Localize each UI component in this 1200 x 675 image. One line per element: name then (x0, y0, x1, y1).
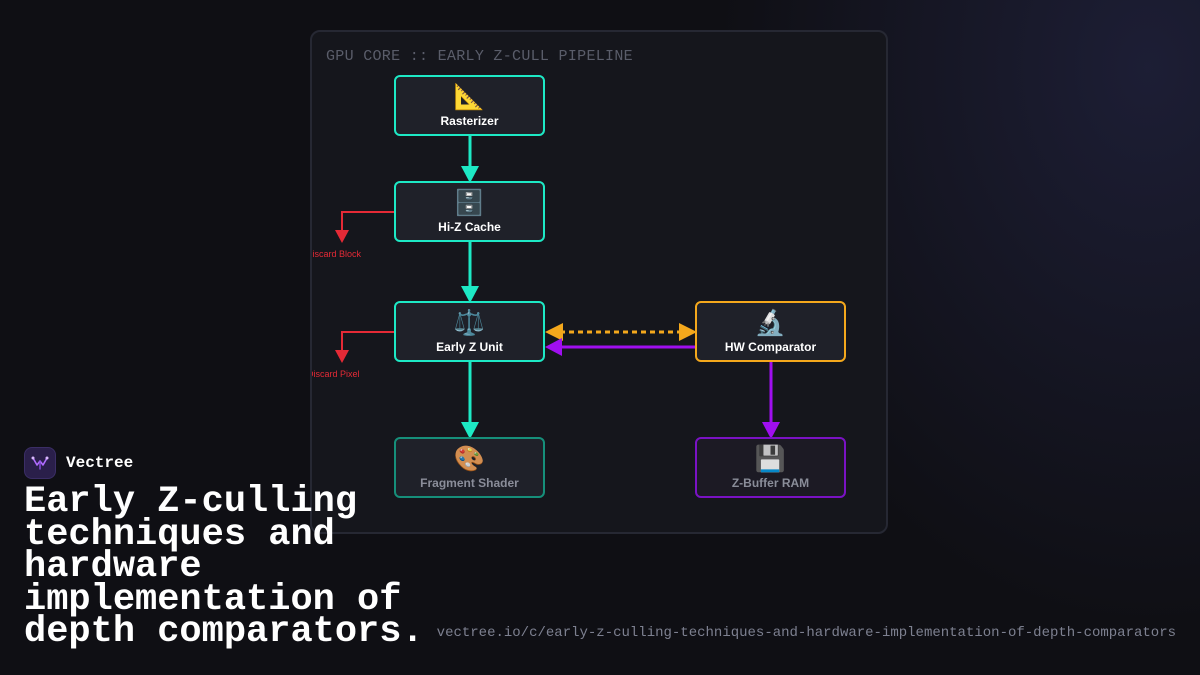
node-label: HW Comparator (724, 340, 817, 354)
microscope-icon: 🔬 (754, 309, 787, 337)
node-label: Fragment Shader (420, 476, 519, 490)
brand: Vectree (24, 447, 133, 479)
node-zbuffer-ram: 💾 Z-Buffer RAM (695, 437, 846, 498)
node-hiz-cache: 🗄️ Hi-Z Cache (394, 181, 545, 242)
node-hw-comparator: 🔬 HW Comparator (695, 301, 846, 362)
discard-arrow-pixel (335, 331, 394, 363)
brand-name: Vectree (66, 454, 134, 472)
node-early-z-unit: ⚖️ Early Z Unit (394, 301, 545, 362)
diagram-title: GPU CORE :: EARLY Z-CULL PIPELINE (326, 48, 633, 65)
vectree-logo-icon (24, 447, 56, 479)
diagram-panel: GPU CORE :: EARLY Z-CULL PIPELINE (310, 30, 888, 534)
node-label: Hi-Z Cache (438, 220, 501, 234)
node-fragment-shader: 🎨 Fragment Shader (394, 437, 545, 498)
flow-arrow-hiz-to-earlyz (461, 242, 479, 303)
comparator-result-arrow (545, 338, 695, 356)
comparator-to-zbuffer-arrow (762, 362, 780, 439)
discard-block-label: Discard Block (310, 249, 362, 259)
comparator-dotted-link (545, 323, 697, 341)
node-rasterizer: 📐 Rasterizer (394, 75, 545, 136)
node-label: Z-Buffer RAM (731, 476, 810, 490)
page-title: Early Z-culling techniques and hardware … (24, 481, 424, 653)
source-url: vectree.io/c/early-z-culling-techniques-… (436, 625, 1176, 641)
palette-icon: 🎨 (453, 445, 486, 473)
floppy-disk-icon: 💾 (754, 445, 787, 473)
triangular-ruler-icon: 📐 (453, 83, 486, 111)
file-cabinet-icon: 🗄️ (453, 189, 486, 217)
balance-scale-icon: ⚖️ (453, 309, 486, 337)
diagram-connectors (335, 136, 780, 439)
flow-arrow-earlyz-to-fragment (461, 362, 479, 439)
discard-arrow-block (335, 211, 394, 243)
flow-arrow-rasterizer-to-hiz (461, 136, 479, 183)
discard-pixel-label: Discard Pixel (310, 369, 360, 379)
node-label: Early Z Unit (436, 340, 503, 354)
node-label: Rasterizer (440, 114, 499, 128)
